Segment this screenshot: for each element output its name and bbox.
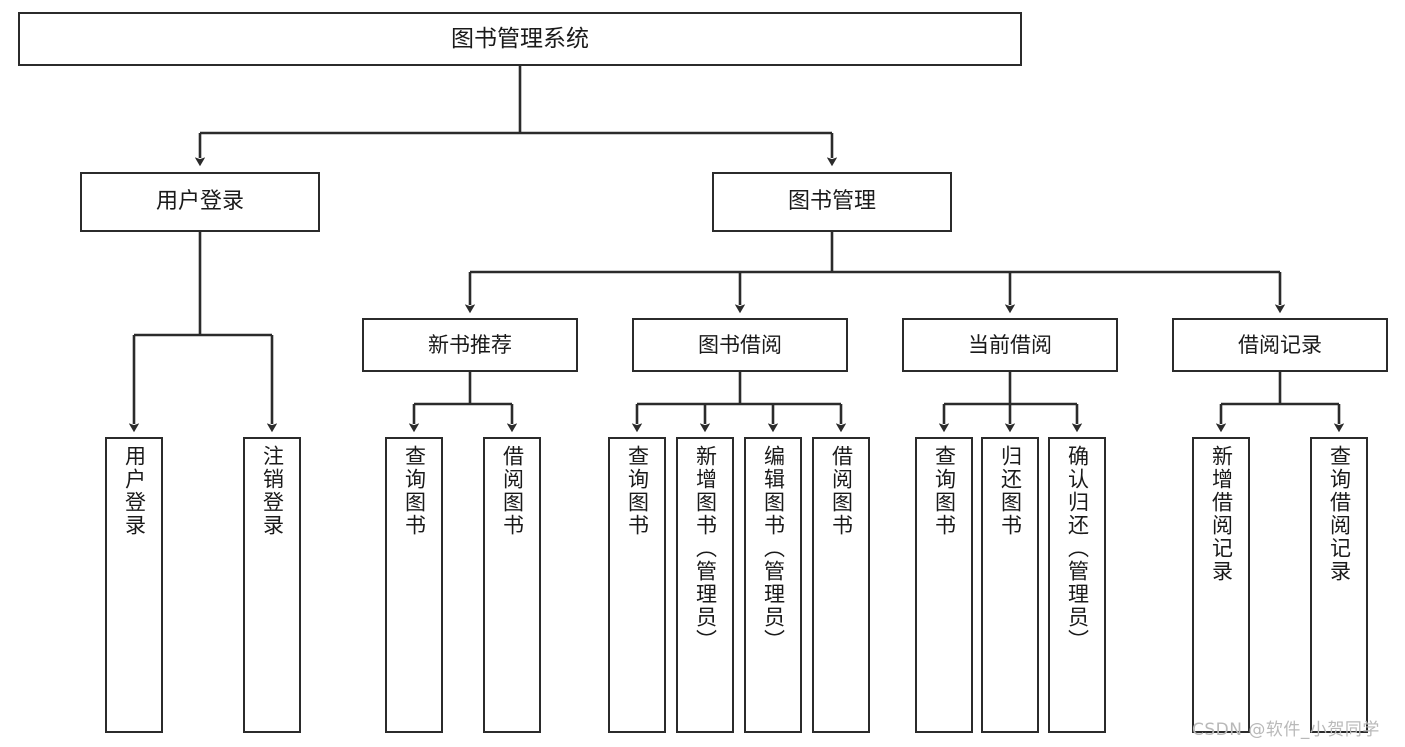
leaf-new-book-query[interactable]: 查询图书 — [385, 437, 443, 733]
leaf-book-borrow-add[interactable]: 新增图书（管理员） — [676, 437, 734, 733]
node-current-borrow-label: 当前借阅 — [968, 332, 1052, 357]
node-book-management[interactable]: 图书管理 — [712, 172, 952, 232]
leaf-user-login-logout[interactable]: 注销登录 — [243, 437, 301, 733]
leaf-book-borrow-query[interactable]: 查询图书 — [608, 437, 666, 733]
leaf-user-login-login[interactable]: 用户登录 — [105, 437, 163, 733]
node-new-book-recommend[interactable]: 新书推荐 — [362, 318, 578, 372]
node-user-login-label: 用户登录 — [155, 189, 244, 215]
leaf-book-borrow-query-label: 查询图书 — [625, 445, 650, 537]
leaf-current-borrow-return[interactable]: 归还图书 — [981, 437, 1039, 733]
leaf-current-borrow-return-label: 归还图书 — [998, 445, 1023, 537]
leaf-user-login-login-label: 用户登录 — [122, 445, 147, 537]
node-borrow-record[interactable]: 借阅记录 — [1172, 318, 1388, 372]
leaf-current-borrow-confirm-return[interactable]: 确认归还（管理员） — [1048, 437, 1106, 733]
leaf-new-book-borrow[interactable]: 借阅图书 — [483, 437, 541, 733]
node-current-borrow[interactable]: 当前借阅 — [902, 318, 1118, 372]
leaf-book-borrow-borrow-label: 借阅图书 — [829, 445, 854, 537]
node-root-label: 图书管理系统 — [451, 25, 589, 52]
leaf-borrow-record-query[interactable]: 查询借阅记录 — [1310, 437, 1368, 733]
node-book-borrow[interactable]: 图书借阅 — [632, 318, 848, 372]
leaf-user-login-logout-label: 注销登录 — [260, 445, 285, 537]
leaf-current-borrow-query-label: 查询图书 — [932, 445, 957, 537]
leaf-book-borrow-edit[interactable]: 编辑图书（管理员） — [744, 437, 802, 733]
leaf-new-book-query-label: 查询图书 — [402, 445, 427, 537]
leaf-book-borrow-add-label: 新增图书（管理员） — [693, 445, 718, 652]
node-user-login[interactable]: 用户登录 — [80, 172, 320, 232]
csdn-watermark: CSDN @软件_小贺同学 — [1192, 720, 1380, 740]
leaf-book-borrow-edit-label: 编辑图书（管理员） — [761, 445, 786, 652]
node-root[interactable]: 图书管理系统 — [18, 12, 1022, 66]
leaf-borrow-record-add[interactable]: 新增借阅记录 — [1192, 437, 1250, 733]
node-borrow-record-label: 借阅记录 — [1238, 332, 1322, 357]
node-book-borrow-label: 图书借阅 — [698, 332, 782, 357]
leaf-current-borrow-query[interactable]: 查询图书 — [915, 437, 973, 733]
leaf-borrow-record-add-label: 新增借阅记录 — [1209, 445, 1234, 583]
node-new-book-recommend-label: 新书推荐 — [428, 332, 512, 357]
leaf-borrow-record-query-label: 查询借阅记录 — [1327, 445, 1352, 583]
leaf-book-borrow-borrow[interactable]: 借阅图书 — [812, 437, 870, 733]
node-book-management-label: 图书管理 — [787, 189, 876, 215]
leaf-current-borrow-confirm-return-label: 确认归还（管理员） — [1065, 445, 1090, 652]
leaf-new-book-borrow-label: 借阅图书 — [500, 445, 525, 537]
